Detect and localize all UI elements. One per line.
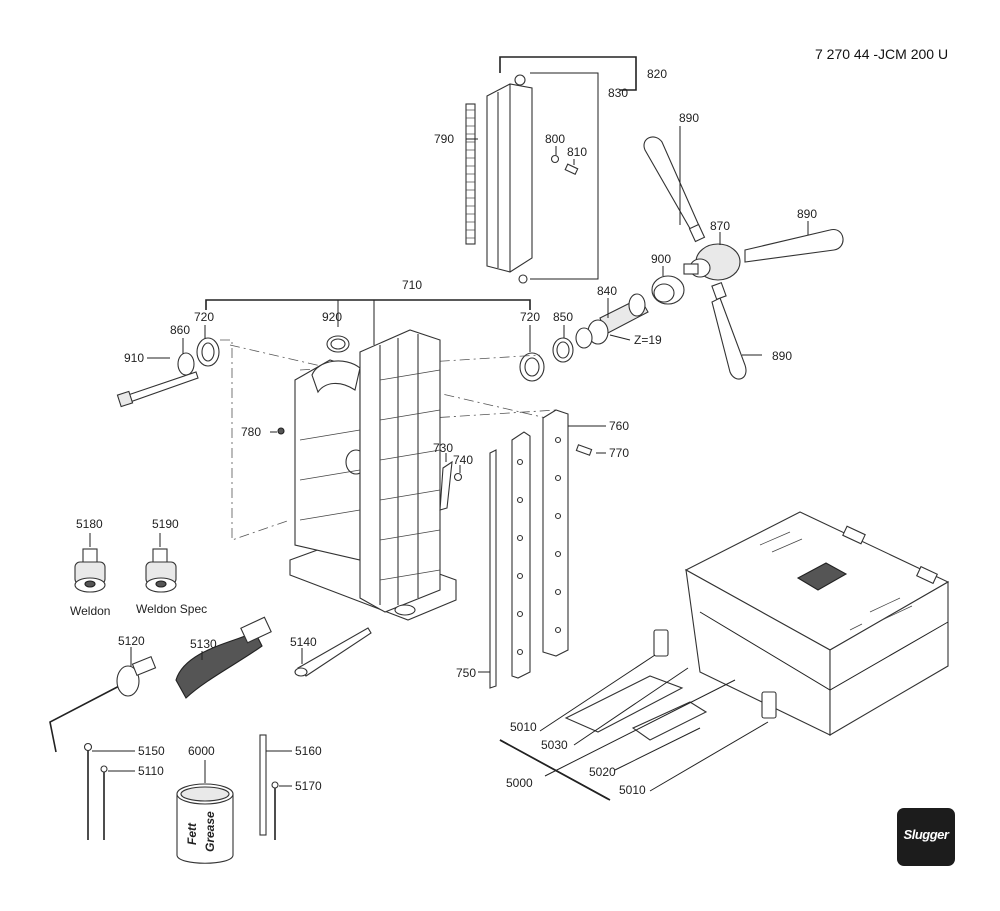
frame-710-callout: 710 920 720 [194, 278, 531, 345]
label-820: 820 [647, 67, 667, 81]
label-720-right: 720 [520, 310, 540, 324]
ring-860 [177, 352, 195, 376]
label-5030: 5030 [541, 738, 568, 752]
model-code: 7 270 44 -JCM 200 U [815, 46, 948, 62]
label-5120: 5120 [118, 634, 145, 648]
label-840: 840 [597, 284, 617, 298]
brand-logo: Slugger [897, 808, 955, 866]
screw-740 [453, 472, 463, 482]
label-750: 750 [456, 666, 476, 680]
label-5170: 5170 [295, 779, 322, 793]
label-weldon-spec: Weldon Spec [136, 602, 207, 616]
pin-5160 [259, 734, 267, 836]
rail-760 [542, 409, 569, 657]
rack-teeth [466, 109, 475, 239]
slide-assembly: 820 830 790 800 810 [434, 56, 667, 284]
carrying-case-5000: 5010 5030 5000 5020 5010 [499, 511, 950, 801]
label-890-right: 890 [797, 207, 817, 221]
label-910: 910 [124, 351, 144, 365]
weldon-adapters: 5180 5190 Weldon Weldon Spec [70, 517, 207, 618]
handle-890-top [643, 136, 701, 233]
label-720-left: 720 [194, 310, 214, 324]
label-5190: 5190 [152, 517, 179, 531]
strip-750 [489, 449, 497, 689]
handle-assembly: 890 870 890 890 900 840 Z=19 850 720 [519, 111, 844, 382]
label-860: 860 [170, 323, 190, 337]
label-920: 920 [322, 310, 342, 324]
label-770: 770 [609, 446, 629, 460]
bolt-910 [127, 371, 199, 403]
label-5110: 5110 [138, 764, 164, 778]
label-790: 790 [434, 132, 454, 146]
left-small-parts: 860 910 780 [116, 323, 350, 439]
label-5000: 5000 [506, 776, 533, 790]
column-frame: 730 740 [220, 329, 557, 621]
label-6000: 6000 [188, 744, 215, 758]
column-ribs [299, 369, 441, 581]
grease-label-grease: Grease [203, 811, 217, 852]
insert-5020 [631, 701, 708, 741]
label-5180: 5180 [76, 517, 103, 531]
label-weldon: Weldon [70, 604, 110, 618]
latch-5010-left [653, 629, 669, 657]
label-870: 870 [710, 219, 730, 233]
handle-890-right [744, 229, 844, 263]
washer-800 [550, 154, 560, 164]
label-5160: 5160 [295, 744, 322, 758]
label-890-bottom: 890 [772, 349, 792, 363]
label-5150: 5150 [138, 744, 165, 758]
label-5020: 5020 [589, 765, 616, 779]
strap-5130 [175, 631, 263, 699]
latch-5010-right [761, 691, 777, 719]
guide-rails: 760 770 750 [456, 409, 629, 689]
handle-890-bottom [711, 297, 747, 380]
case-grooves [759, 531, 913, 631]
label-5130: 5130 [190, 637, 217, 651]
slide-top-screw [514, 74, 526, 86]
grease-label-fett: Fett [185, 822, 199, 845]
insert-5030 [564, 675, 684, 733]
label-810: 810 [567, 145, 587, 159]
label-900: 900 [651, 252, 671, 266]
case-badge [796, 562, 848, 591]
label-800: 800 [545, 132, 565, 146]
label-760: 760 [609, 419, 629, 433]
label-830: 830 [608, 86, 628, 100]
label-5140: 5140 [290, 635, 317, 649]
screw-780 [277, 427, 285, 435]
accessories: 5120 5130 5140 [49, 616, 372, 753]
rail-left [511, 431, 531, 679]
slide-bottom-screw [518, 274, 528, 284]
label-710: 710 [402, 278, 422, 292]
clip-730 [439, 460, 453, 511]
pins-and-grease: 5150 5110 6000 Fett Grease 5160 5170 [83, 734, 322, 864]
ejector-pin-5120 [116, 665, 140, 697]
case-side [829, 581, 949, 736]
adapter-5180-top [82, 548, 98, 564]
brand-logo-text: Slugger [903, 827, 949, 842]
label-780: 780 [241, 425, 261, 439]
label-740: 740 [453, 453, 473, 467]
screw-770 [575, 444, 593, 456]
rail-holes [516, 436, 562, 656]
label-850: 850 [553, 310, 573, 324]
screw-810 [564, 163, 579, 175]
label-890-top: 890 [679, 111, 699, 125]
label-z19: Z=19 [634, 333, 662, 347]
label-730: 730 [433, 441, 453, 455]
adapter-5190-top [152, 548, 168, 564]
label-5010-b: 5010 [619, 783, 646, 797]
grease-can-6000 [176, 794, 234, 864]
label-5010-a: 5010 [510, 720, 537, 734]
